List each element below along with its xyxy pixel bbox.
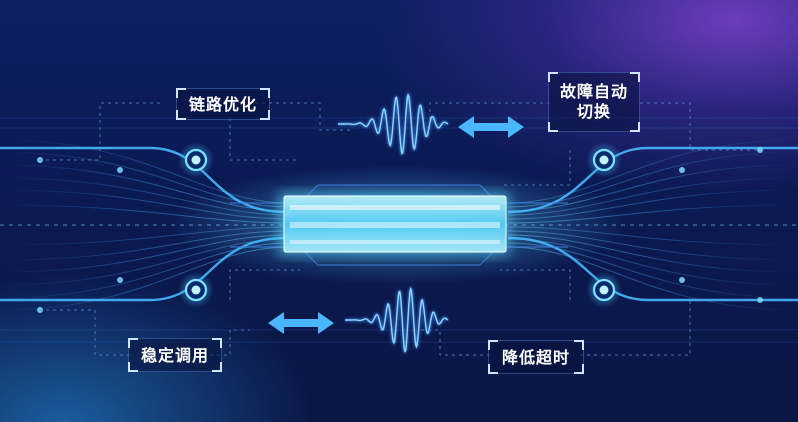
fiber-line [507, 246, 798, 311]
fiber-line [0, 246, 291, 311]
label-auto-failover-line2: 切换 [576, 102, 611, 121]
label-auto-failover-line1: 故障自动 [559, 82, 628, 101]
fiber-line [507, 204, 798, 224]
center-bar [278, 192, 510, 256]
fiber-line [507, 226, 798, 246]
fiber-line [507, 177, 798, 216]
marker-dot [117, 277, 123, 283]
fiber-trunk [507, 146, 798, 214]
fiber-trunk [507, 236, 798, 302]
fiber-line [507, 151, 798, 208]
label-reduce-timeout-text: 降低超时 [501, 348, 570, 367]
label-auto-failover: 故障自动 切换 [548, 72, 640, 132]
connector-node-core [191, 155, 201, 165]
fiber-line [507, 234, 798, 273]
double-arrow-icon [458, 116, 524, 138]
fiber-line [0, 234, 291, 273]
label-link-optimization: 链路优化 [176, 88, 270, 120]
fiber-line [507, 139, 798, 204]
marker-dot [117, 167, 123, 173]
fiber-trunk [0, 146, 286, 214]
fiber-line [0, 226, 291, 246]
fiber-line [0, 189, 291, 220]
marker-dot [679, 167, 685, 173]
label-stable-invocation: 稳定调用 [128, 338, 222, 372]
connector-node-core [599, 285, 609, 295]
fiber-bundle [0, 117, 798, 343]
label-stable-invocation-text: 稳定调用 [140, 346, 209, 365]
fiber-line [507, 164, 798, 212]
connector-node-core [599, 155, 609, 165]
waveform-top-core [338, 93, 449, 155]
connector-node-core [191, 285, 201, 295]
fiber-line [507, 189, 798, 220]
label-link-optimization-text: 链路优化 [188, 95, 257, 114]
marker-dot [679, 277, 685, 283]
fiber-line [0, 139, 291, 204]
marker-dot [757, 297, 763, 303]
fiber-trunk [0, 236, 286, 302]
marker-dot [757, 147, 763, 153]
label-reduce-timeout: 降低超时 [488, 340, 584, 374]
fiber-line [0, 204, 291, 224]
fiber-line [507, 242, 798, 299]
fiber-line [0, 230, 291, 261]
fiber-line [0, 151, 291, 208]
fiber-line [507, 230, 798, 261]
fiber-line [0, 177, 291, 216]
fiber-line [0, 242, 291, 299]
waveform-bottom-core [345, 286, 449, 353]
double-arrow-icon [268, 312, 334, 334]
leader-lines [40, 102, 760, 356]
